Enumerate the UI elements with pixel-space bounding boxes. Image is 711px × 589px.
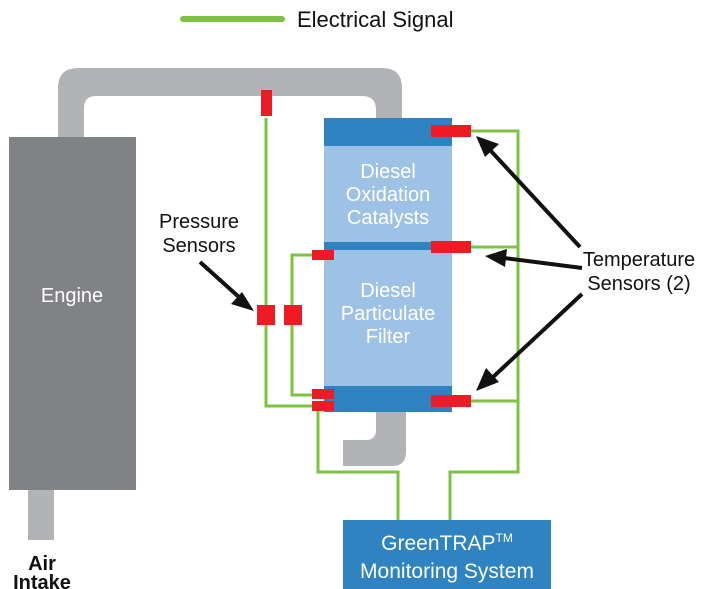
temperature-sensors-label-line1: Temperature xyxy=(583,249,695,271)
pressure-sensor-right xyxy=(284,305,302,325)
air-intake-pipe xyxy=(28,490,54,540)
exhaust-pipe xyxy=(58,68,402,140)
temperature-arrow-bottom xyxy=(490,292,584,380)
engine-block xyxy=(9,137,136,490)
outlet-tailpipe xyxy=(343,410,406,466)
temperature-sensor-bottom xyxy=(431,395,471,407)
doc-label-line1: Diesel xyxy=(360,161,416,183)
pressure-sensor-top xyxy=(261,90,272,116)
engine-label: Engine xyxy=(41,285,103,307)
temperature-arrowhead-bottom xyxy=(476,368,499,391)
pressure-sensor-left xyxy=(257,305,275,325)
middle-separator xyxy=(324,242,452,250)
signal-wires xyxy=(264,118,520,520)
wire-temp-top xyxy=(448,129,520,520)
dpf-bottom-cap xyxy=(324,386,452,412)
pressure-port-dpf-mid xyxy=(312,250,334,260)
doc-chamber xyxy=(324,146,452,242)
wire-pressure-top xyxy=(264,118,330,408)
temperature-sensor-middle xyxy=(431,241,471,253)
pressure-sensors-label-line2: Sensors xyxy=(162,235,235,257)
doc-label-line2: Oxidation xyxy=(346,184,431,206)
temperature-sensor-top xyxy=(431,125,471,137)
monitoring-system-trademark: TM xyxy=(496,531,513,545)
legend-label: Electrical Signal xyxy=(297,7,454,32)
monitoring-system-box xyxy=(343,520,551,589)
pressure-sensors-arrow xyxy=(198,260,242,300)
doc-top-cap xyxy=(324,118,452,146)
dpf-chamber xyxy=(324,250,452,386)
monitoring-system-title: GreenTRAPTM xyxy=(381,531,513,555)
pressure-sensors-label-line1: Pressure xyxy=(159,211,239,233)
monitoring-system-name: GreenTRAP xyxy=(381,532,495,555)
temperature-arrow-top xyxy=(488,148,582,249)
doc-label-line3: Catalysts xyxy=(347,207,429,229)
temperature-sensors-label-line2: Sensors (2) xyxy=(587,273,690,295)
pressure-sensors-arrowhead xyxy=(231,292,254,311)
pressure-port-dpf-outlet-1 xyxy=(312,389,334,399)
temperature-arrow-middle xyxy=(503,256,583,270)
dpf-label-line2: Particulate xyxy=(341,303,436,325)
dpf-label-line1: Diesel xyxy=(360,280,416,302)
air-intake-label-line1: Air xyxy=(28,553,56,575)
monitoring-system-subtitle: Monitoring System xyxy=(360,560,534,583)
dpf-label-line3: Filter xyxy=(366,326,411,348)
pressure-port-dpf-outlet-2 xyxy=(312,401,334,411)
air-intake-label-line2: Intake xyxy=(13,572,71,589)
temperature-arrowhead-top xyxy=(476,136,499,157)
temperature-arrowhead-middle xyxy=(485,249,507,267)
